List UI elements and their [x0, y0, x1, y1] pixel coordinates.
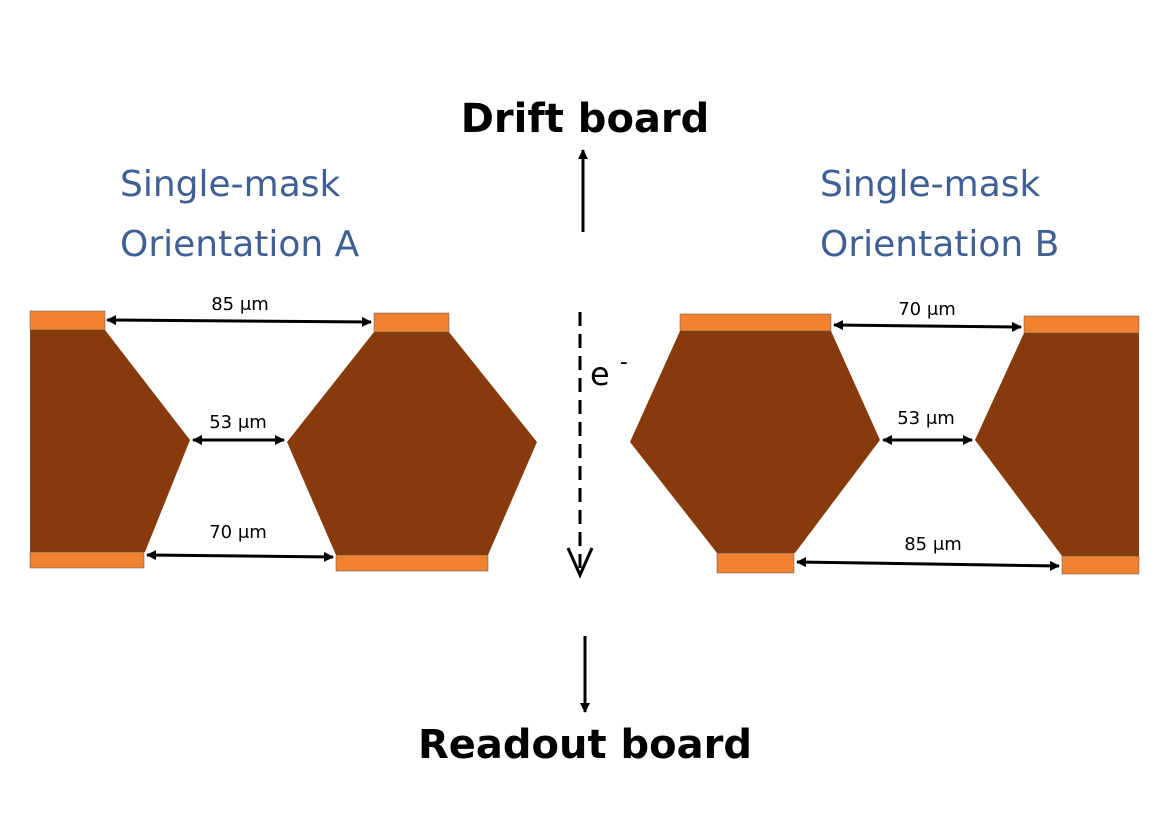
orientation-b-label-line2: Orientation B	[820, 224, 1059, 265]
orientation-a-bottom-left-electrode	[29, 551, 145, 569]
orientation-b-bottom-gap-arrow	[796, 557, 1060, 571]
orientation-b-top-left-electrode	[679, 313, 832, 332]
orientation-a-right-dielectric	[287, 332, 537, 555]
orientation-b-middle-gap-label: 53 μm	[897, 408, 955, 429]
electron-symbol: e	[590, 355, 610, 393]
orientation-a-top-right-electrode	[373, 312, 450, 333]
orientation-a-top-gap-arrow	[106, 315, 372, 327]
orientation-b-left-dielectric	[630, 331, 880, 553]
orientation-b-bottom-gap-label: 85 μm	[904, 534, 962, 555]
orientation-a-bottom-gap-label: 70 μm	[209, 522, 267, 543]
orientation-b-bottom-left-electrode	[716, 552, 795, 574]
drift-path-arrowhead	[566, 547, 594, 579]
orientation-a-label-line2: Orientation A	[120, 224, 360, 265]
drift-board-label: Drift board	[461, 96, 710, 142]
readout-board-label: Readout board	[418, 722, 752, 768]
orientation-b-label-line1: Single-mask	[820, 164, 1041, 205]
electron-label: e -	[590, 350, 628, 393]
orientation-b-right-dielectric	[975, 333, 1139, 556]
orientation-a-middle-gap-label: 53 μm	[209, 412, 267, 433]
orientation-a-top-left-electrode	[29, 310, 106, 331]
orientation-a-bottom-right-electrode	[335, 554, 489, 572]
orientation-a-top-gap-label: 85 μm	[211, 294, 269, 315]
orientation-a-bottom-gap-arrow	[146, 550, 334, 562]
orientation-a-left-dielectric	[30, 330, 190, 552]
orientation-b-top-gap-arrow	[833, 320, 1022, 332]
orientation-b-top-gap-label: 70 μm	[898, 299, 956, 320]
orientation-b-top-right-electrode	[1023, 315, 1140, 334]
orientation-b-bottom-right-electrode	[1061, 555, 1140, 575]
orientation-a-label-line1: Single-mask	[120, 164, 341, 205]
electron-superscript: -	[620, 350, 628, 375]
